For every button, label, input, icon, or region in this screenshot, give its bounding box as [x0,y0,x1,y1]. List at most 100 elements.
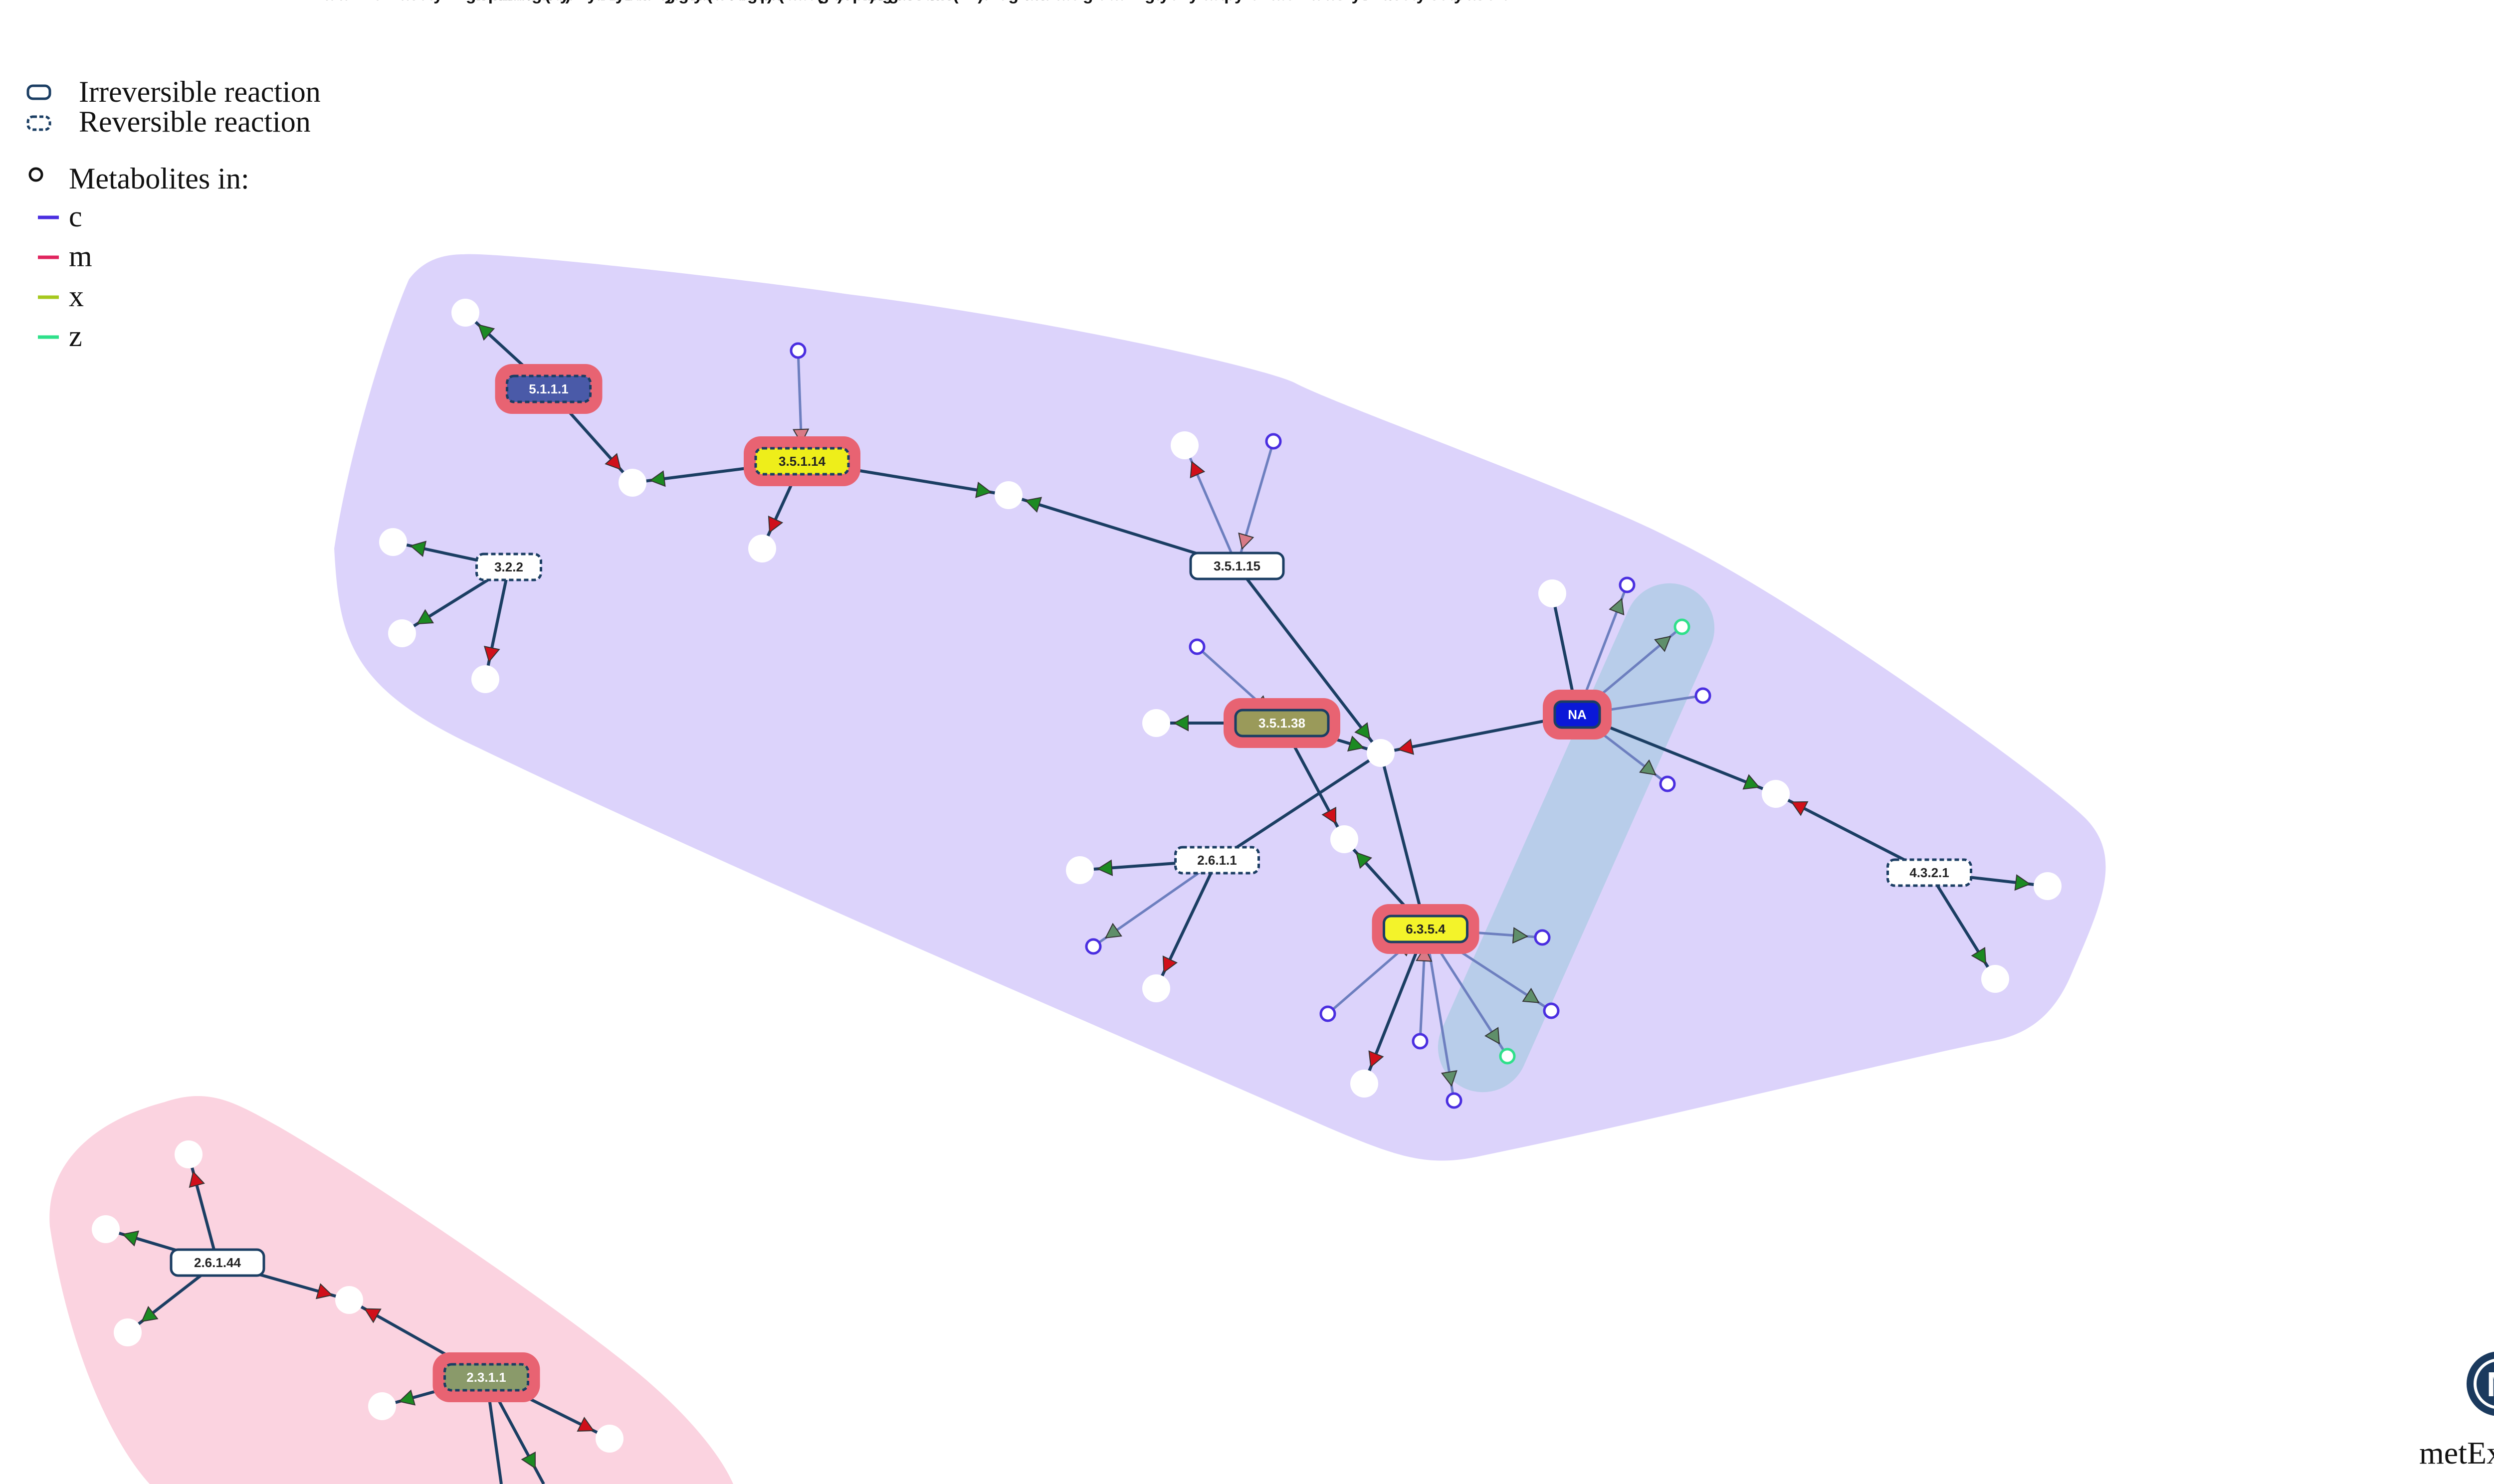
metabolite-node-icon[interactable] [1142,709,1170,737]
metabolite-ammonium[interactable] [1142,709,1170,737]
reaction-arrow-icon [141,1305,159,1322]
metabolite-label: Oxaloacetate [849,0,955,4]
metabolite-lglutamine[interactable] [1350,1070,1378,1098]
metabolite-node-icon[interactable] [335,1286,363,1314]
metabolite-node-icon[interactable] [92,1215,120,1243]
metabolite-pyruvate[interactable] [92,1215,120,1243]
reaction-node[interactable] [1886,858,1972,887]
compartment-label-m: m [69,240,92,273]
reaction-r4321[interactable]: 4.3.2.1 [1886,858,1972,887]
metabolite-glycine[interactable] [114,1318,142,1346]
metabolite-node-icon[interactable] [1538,579,1566,607]
logo-m-icon: M [2487,1365,2494,1404]
side-metabolite-node-icon[interactable] [1265,433,1282,450]
metabolite-oxaloacetate[interactable] [1066,856,1094,884]
metabolite-acetylcoa[interactable] [596,1425,624,1453]
side-metabolite-node-icon[interactable] [1319,1005,1336,1022]
reaction-rNA[interactable]: NA [1553,700,1601,729]
side-metabolite-node-icon[interactable] [1543,1002,1560,1019]
metabolite-node-icon[interactable] [368,1392,396,1420]
metabolite-larginine[interactable] [2034,872,2062,900]
reaction-node[interactable] [475,553,542,581]
metabolite-node-icon[interactable] [1066,856,1094,884]
reaction-r35114[interactable]: 3.5.1.14 [754,447,850,476]
metabolite-node-icon[interactable] [748,535,776,562]
metabolite-nacetasp[interactable] [1171,431,1199,459]
reaction-r3232[interactable]: 3.2.2 [475,553,542,581]
metabolite-node-icon[interactable] [1367,739,1395,767]
metabolite-node-icon[interactable] [1981,965,2009,993]
side-metabolite-node-icon[interactable] [790,342,807,359]
metabolite-node-icon[interactable] [451,299,479,327]
side-metabolite-node-icon[interactable] [1189,638,1206,655]
metabolite-node-icon[interactable] [619,469,646,497]
reaction-node[interactable] [1234,709,1330,738]
side-metabolite-node-icon[interactable] [1534,929,1551,946]
reaction-node[interactable] [1553,700,1601,729]
metabolite-lcysgly[interactable] [388,619,416,647]
metabolite-node-icon[interactable] [995,481,1023,509]
side-metabolite-node-icon[interactable] [1085,938,1102,955]
metabolite-argsucc[interactable] [1762,780,1790,808]
reaction-node[interactable] [506,374,592,403]
metabolite-acetate[interactable] [995,481,1023,509]
side-metabolite-node-icon[interactable] [1499,1048,1516,1065]
reaction-node[interactable] [1189,552,1285,580]
metabolite-node-icon[interactable] [1762,780,1790,808]
reaction-node[interactable] [443,1363,529,1392]
metabolite-node-icon[interactable] [379,528,407,556]
metabolite-node-icon[interactable] [1171,431,1199,459]
metabolite-label: Fumarate [972,0,1048,4]
metabolite-lalanine[interactable] [619,469,646,497]
reaction-node[interactable] [170,1248,265,1277]
metabolite-nacetala[interactable] [748,535,776,562]
metabolite-lasparagine[interactable] [1330,825,1358,853]
metabolite-nacetala_m[interactable] [368,1392,396,1420]
side-metabolite-node-icon[interactable] [1412,1033,1429,1050]
reaction-label: 3.5.1.15 [1214,558,1260,573]
metabolite-redglut[interactable] [471,665,499,693]
metabolite-gamaglu[interactable] [379,528,407,556]
side-metabolite-node-icon[interactable] [1446,1092,1462,1109]
reaction-r2311[interactable]: 2.3.1.1 [443,1363,529,1392]
metabolite-label: gama-L-glutamyl-L-alanine [466,0,682,4]
reaction-node[interactable] [754,447,850,476]
metabolite-lcitrulline[interactable] [1538,579,1566,607]
reaction-node[interactable] [1174,846,1260,875]
legend: Irreversible reaction Reversible reactio… [26,75,321,353]
metabolite-dalanine[interactable] [451,299,479,327]
metabolite-node-icon[interactable] [1330,825,1358,853]
metabolite-lalanine_m[interactable] [335,1286,363,1314]
reaction-r35138[interactable]: 3.5.1.38 [1234,709,1330,738]
metabolite-node-icon[interactable] [1142,974,1170,1002]
side-metabolite-node-icon[interactable] [1659,775,1676,792]
metabolite-node-icon[interactable] [175,1140,203,1168]
side-metabolite-node-icon[interactable] [1619,576,1636,593]
metabolite-node-icon[interactable] [2034,872,2062,900]
reaction-r6354[interactable]: 6.3.5.4 [1383,915,1468,943]
reaction-node[interactable] [1383,915,1468,943]
metabolite-node-icon[interactable] [114,1318,142,1346]
reaction-r26144[interactable]: 2.6.1.44 [170,1248,265,1277]
metabolite-node-icon[interactable] [1350,1070,1378,1098]
metabolite-node-icon[interactable] [471,665,499,693]
side-metabolite-node-icon[interactable] [1673,618,1690,635]
metabolite-label: cetyl-CoA [1430,0,1509,4]
metabolite-laspartate[interactable] [1367,739,1395,767]
reaction-arrow-icon [1368,1050,1384,1068]
metabolite-label: acetate [497,0,555,4]
metabolite-node-icon[interactable] [388,619,416,647]
metabolite-fumarate[interactable] [1981,965,2009,993]
reaction-r35115[interactable]: 3.5.1.15 [1189,552,1285,580]
side-metabolite-node-icon[interactable] [1694,687,1711,704]
reaction-r5111[interactable]: 5.1.1.1 [506,374,592,403]
metabolites-in-label: Metabolites in: [69,162,249,195]
reaction-arrow-icon [1654,635,1671,652]
metabolite-oxoglut[interactable] [1142,974,1170,1002]
metabolite-node-icon[interactable] [596,1425,624,1453]
metabolite-label: Glycine [1334,0,1395,4]
metabolite-glyoxylate[interactable] [175,1140,203,1168]
reaction-label: 4.3.2.1 [1909,865,1949,880]
reaction-r2611[interactable]: 2.6.1.1 [1174,846,1260,875]
